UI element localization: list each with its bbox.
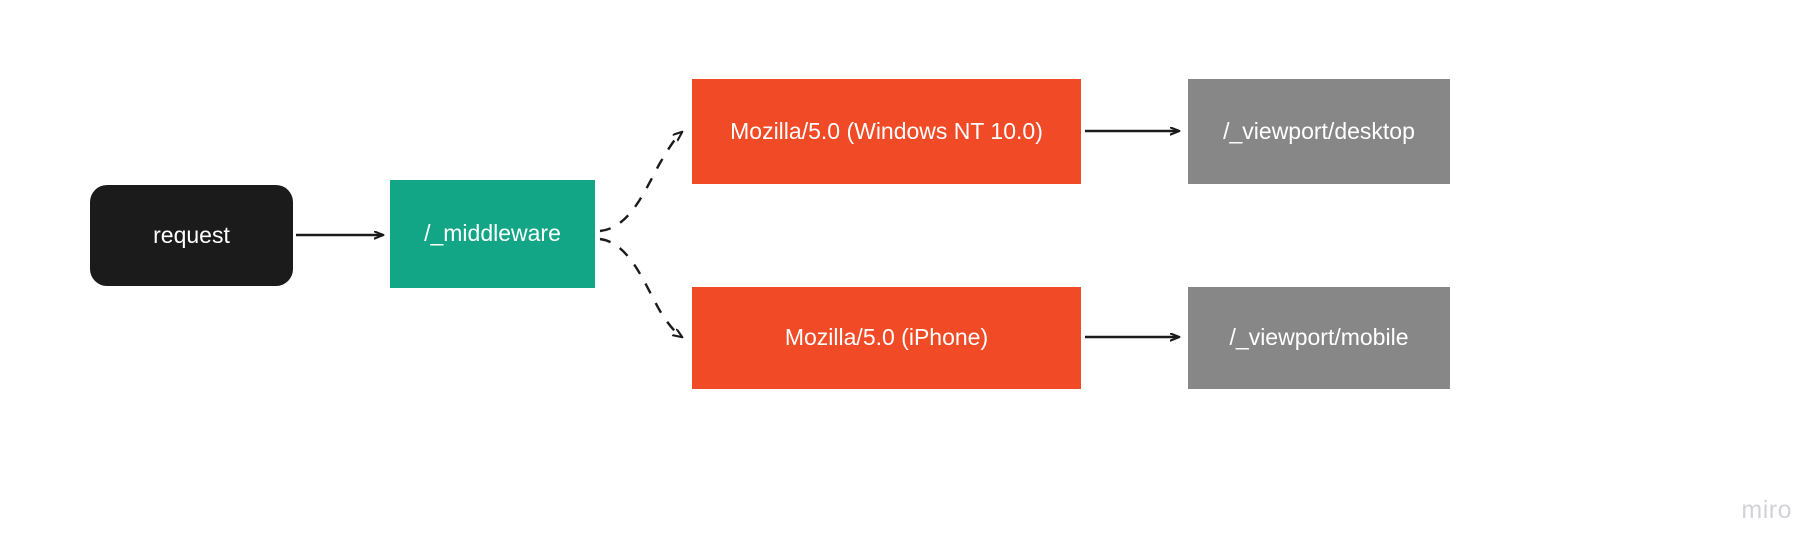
node-user-agent-mobile-label: Mozilla/5.0 (iPhone) bbox=[784, 324, 989, 351]
node-viewport-desktop-label: /_viewport/desktop bbox=[1223, 117, 1415, 144]
node-viewport-mobile-label: /_viewport/mobile bbox=[1229, 324, 1409, 351]
miro-watermark: miro bbox=[1741, 496, 1792, 524]
node-request[interactable]: request bbox=[90, 185, 293, 286]
node-middleware-label: /_middleware bbox=[424, 220, 561, 247]
edge-middleware-to-ua-desktop bbox=[599, 132, 682, 233]
node-user-agent-desktop[interactable]: Mozilla/5.0 (Windows NT 10.0) bbox=[692, 79, 1081, 184]
node-middleware[interactable]: /_middleware bbox=[390, 180, 595, 288]
node-request-label: request bbox=[153, 221, 230, 248]
node-viewport-desktop[interactable]: /_viewport/desktop bbox=[1188, 79, 1450, 184]
node-viewport-mobile[interactable]: /_viewport/mobile bbox=[1188, 287, 1450, 389]
node-user-agent-desktop-label: Mozilla/5.0 (Windows NT 10.0) bbox=[730, 117, 1043, 144]
edge-middleware-to-ua-mobile bbox=[599, 237, 682, 337]
node-user-agent-mobile[interactable]: Mozilla/5.0 (iPhone) bbox=[692, 287, 1081, 389]
